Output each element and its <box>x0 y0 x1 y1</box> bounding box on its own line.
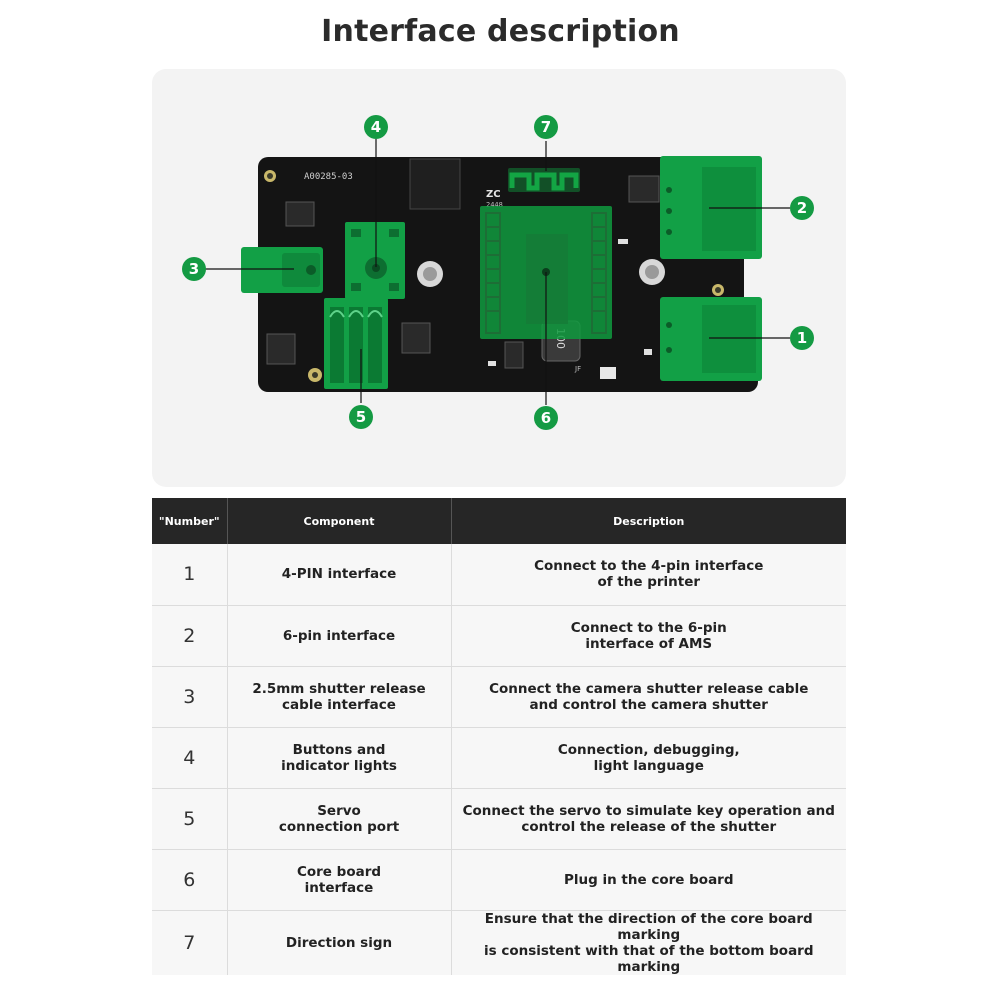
marker-1-icon <box>790 326 814 350</box>
row-number: 5 <box>152 788 228 850</box>
marker-3-label: 3 <box>189 260 199 278</box>
table-row: 3 2.5mm shutter release cable interface … <box>152 666 846 728</box>
interface-table: "Number" Component Description 1 4-PIN i… <box>152 498 846 975</box>
table-header-row: "Number" Component Description <box>152 498 846 544</box>
ic-chip <box>628 175 660 203</box>
marker-1-label: 1 <box>797 329 807 347</box>
marker-7-icon <box>534 115 558 139</box>
table-row: 2 6-pin interface Connect to the 6-pin i… <box>152 605 846 667</box>
ic-chip <box>285 201 315 227</box>
chip-square <box>409 158 461 210</box>
marker-5-label: 5 <box>356 408 366 426</box>
ic-chip <box>504 341 524 369</box>
chip-logo: ZC <box>486 189 501 200</box>
row-description: Connect to the 6-pin interface of AMS <box>451 605 846 667</box>
marker-5-icon <box>349 405 373 429</box>
silk-label: A00285-03 <box>304 172 353 182</box>
row-number: 3 <box>152 666 228 728</box>
row-number: 7 <box>152 910 228 975</box>
table-row: 7 Direction sign Ensure that the directi… <box>152 910 846 975</box>
marker-6-icon <box>534 406 558 430</box>
board-image-panel: A00285-03 100 JF ZC 2448 <box>152 69 846 487</box>
jf-label: JF <box>574 365 581 373</box>
direction-sign-icon <box>509 172 579 191</box>
row-number: 6 <box>152 849 228 911</box>
row-description: Ensure that the direction of the core bo… <box>483 910 814 975</box>
header-number: "Number" <box>152 498 228 544</box>
row-component: 4-PIN interface <box>227 544 452 606</box>
header-description: Description <box>451 498 846 544</box>
marker-7-label: 7 <box>541 118 551 136</box>
marker-2-label: 2 <box>797 199 807 217</box>
row-description: Connect the camera shutter release cable… <box>451 666 846 728</box>
row-component: 6-pin interface <box>227 605 452 667</box>
row-description: Connection, debugging, light language <box>451 727 846 789</box>
row-description: Connect the servo to simulate key operat… <box>451 788 846 850</box>
row-description: Plug in the core board <box>451 849 846 911</box>
row-component: Servo connection port <box>227 788 452 850</box>
led <box>600 367 616 379</box>
row-number: 1 <box>152 544 228 606</box>
marker-4-label: 4 <box>371 118 381 136</box>
table-row: 6 Core board interface Plug in the core … <box>152 849 846 911</box>
ic-chip <box>266 333 296 365</box>
row-component: Buttons and indicator lights <box>227 727 452 789</box>
page-title: Interface description <box>321 14 680 49</box>
row-component: 2.5mm shutter release cable interface <box>227 666 452 728</box>
marker-2-icon <box>790 196 814 220</box>
table-row: 5 Servo connection port Connect the serv… <box>152 788 846 850</box>
header-component: Component <box>227 498 452 544</box>
ic-chip <box>401 322 431 354</box>
marker-6-label: 6 <box>541 409 551 427</box>
row-component: Direction sign <box>227 910 452 975</box>
row-component: Core board interface <box>227 849 452 911</box>
board-illustration: A00285-03 100 JF ZC 2448 <box>182 115 814 430</box>
row-number: 4 <box>152 727 228 789</box>
row-number: 2 <box>152 605 228 667</box>
table-row: 1 4-PIN interface Connect to the 4-pin i… <box>152 544 846 606</box>
chip-code: 2448 <box>486 201 503 209</box>
table-row: 4 Buttons and indicator lights Connectio… <box>152 727 846 789</box>
marker-4-icon <box>364 115 388 139</box>
row-description: Connect to the 4-pin interface of the pr… <box>451 544 846 606</box>
marker-3-icon <box>182 257 206 281</box>
